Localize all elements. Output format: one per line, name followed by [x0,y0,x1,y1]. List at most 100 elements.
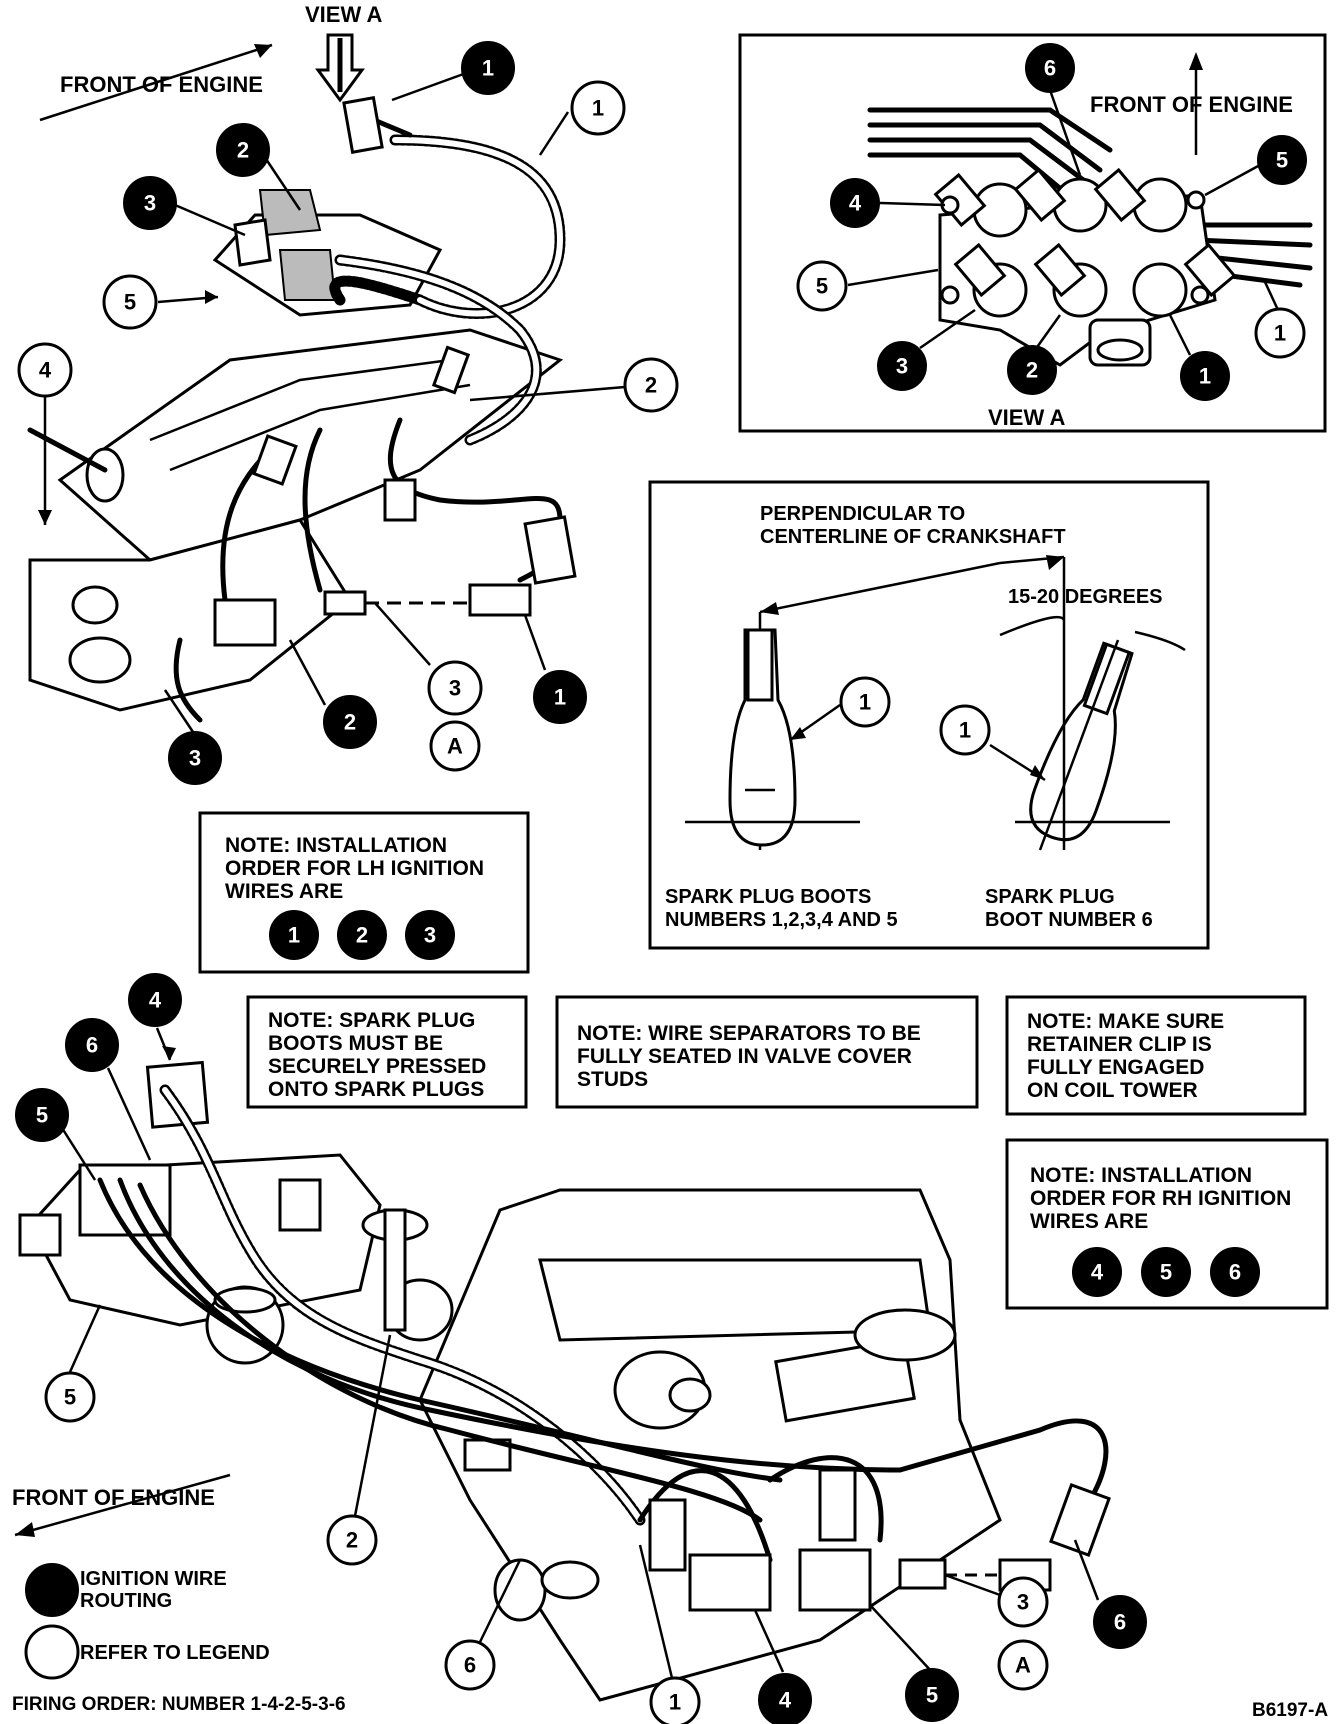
exhaust-port [68,636,132,684]
callout-text: 5 [1276,148,1288,173]
circle-a-text: A [447,734,463,759]
front-arrow-line [39,43,273,122]
callout-white-2 [623,357,679,413]
legend-white-circle [24,1624,80,1680]
callout-white-5 [44,1371,96,1423]
legend: IGNITION WIRE ROUTING REFER TO LEGEND FI… [12,1563,1328,1721]
figure-id: B6197-A [1252,1700,1328,1721]
rh-loop-1 [637,1468,773,1563]
legend-black-circle [25,1563,79,1617]
plug-boot [431,345,471,395]
callout-text: 3 [1017,1590,1029,1615]
note-text: ORDER FOR RH IGNITION [1030,1187,1291,1210]
note-text: FULLY ENGAGED [1027,1056,1204,1079]
note-text: NOTE: INSTALLATION [1030,1164,1252,1187]
callout-white-3 [997,1576,1049,1628]
callout-black-3 [877,341,927,391]
callout-black-6 [1025,43,1075,93]
callout-text: 2 [1026,358,1038,383]
front-arrow-head [254,44,272,58]
callout-text: 1 [592,96,604,121]
note-rh-order: NOTE: INSTALLATION ORDER FOR RH IGNITION… [1005,1138,1329,1310]
callout-white-1 [570,80,626,136]
spark-plug [323,590,367,616]
callout-white-1 [1254,307,1306,359]
rh-engine-illustration: FRONT OF ENGINE [12,1060,1111,1702]
front-of-engine-label: FRONT OF ENGINE [12,1485,215,1510]
circle-a [997,1639,1049,1691]
callout-white-6 [444,1639,496,1691]
callout-text: 6 [464,1653,476,1678]
lh-callouts: 1 2 3 2 1 3 1 5 4 2 3 A [17,41,679,785]
boots-left-caption: SPARK PLUG BOOTS [665,886,871,908]
lh-wire-2-core [337,257,540,443]
lh-wire-lower [173,637,203,723]
note-text: WIRES ARE [1030,1210,1148,1233]
callout-text: 3 [896,354,908,379]
callout-text: 2 [346,1528,358,1553]
coil-tower-c [233,218,272,267]
callout-white-5 [102,274,158,330]
callout-text: 1 [669,1690,681,1715]
head-port [71,585,119,625]
note-text: NOTE: WIRE SEPARATORS TO BE [577,1022,921,1045]
callout-text: 1 [1199,364,1211,389]
note-text: BOOTS MUST BE [268,1032,443,1055]
plug-boot-detached [523,515,577,585]
callout-text: 3 [189,746,201,771]
valve-cover-rib [149,358,451,442]
note-retainer: NOTE: MAKE SURE RETAINER CLIP IS FULLY E… [1005,995,1307,1116]
perpendicular-label: PERPENDICULAR TO [760,503,965,525]
callout-black-3 [123,176,177,230]
boot-detail-frame [648,480,1210,950]
rh-loop-2 [767,1455,884,1543]
lh-engine-illustration: FRONT OF ENGINE VIEW A [27,2,577,723]
note-boots-pressed: NOTE: SPARK PLUG BOOTS MUST BE SECURELY … [246,995,528,1109]
callout-text: 1 [554,685,566,710]
callout-black-5 [15,1088,69,1142]
callout-text: 1 [959,718,971,743]
legend-routing-label: IGNITION WIRE [80,1568,227,1590]
front-of-engine-label: FRONT OF ENGINE [60,72,263,97]
note-text: NOTE: SPARK PLUG [268,1009,475,1032]
callout-text: 1 [1274,321,1286,346]
callout-text: 2 [645,373,657,398]
callout-text: 5 [124,290,136,315]
note-lh-order: NOTE: INSTALLATION ORDER FOR LH IGNITION… [198,811,530,974]
view-a-caption: VIEW A [988,405,1066,430]
front-arrow-head [15,1522,35,1537]
plug-boot [383,478,417,522]
legend-routing-label: ROUTING [80,1590,172,1612]
note-separators: NOTE: WIRE SEPARATORS TO BE FULLY SEATED… [555,995,979,1109]
note-text: SECURELY PRESSED [268,1055,486,1078]
view-a-frame [738,33,1327,433]
callout-black-6 [168,731,222,785]
front-arrow-line [14,1473,231,1537]
callout-black-1 [1180,351,1230,401]
callout-text: 1 [859,690,871,715]
note-text: ORDER FOR LH IGNITION [225,857,484,880]
callout-text: 4 [39,358,52,383]
callout-text: 6 [86,1033,98,1058]
rh-wire-6 [117,1177,903,1473]
note-text: FULLY SEATED IN VALVE COVER [577,1045,912,1068]
callout-text: 3 [144,191,156,216]
view-a-callouts: 6 4 5 3 2 1 5 1 [796,43,1307,401]
callout-black-6 [65,1018,119,1072]
note-number: 5 [1160,1260,1172,1285]
wire-separator [252,434,298,486]
wire-separator [648,1498,687,1572]
callout-black-5 [533,670,587,724]
callout-white-3 [427,660,483,716]
callout-text: 3 [449,676,461,701]
callout-text: 6 [1114,1610,1126,1635]
callout-text: 5 [816,274,828,299]
view-a-panel: FRONT OF ENGINE VIEW A [738,33,1327,433]
callout-text: 4 [149,988,162,1013]
callout-black-2 [1007,345,1057,395]
lh-wire-1-boot [342,96,384,154]
note-number: 4 [1091,1260,1104,1285]
callout-black-2 [216,123,270,177]
callout-text: 6 [1044,56,1056,81]
callout-text: 4 [779,1688,792,1713]
